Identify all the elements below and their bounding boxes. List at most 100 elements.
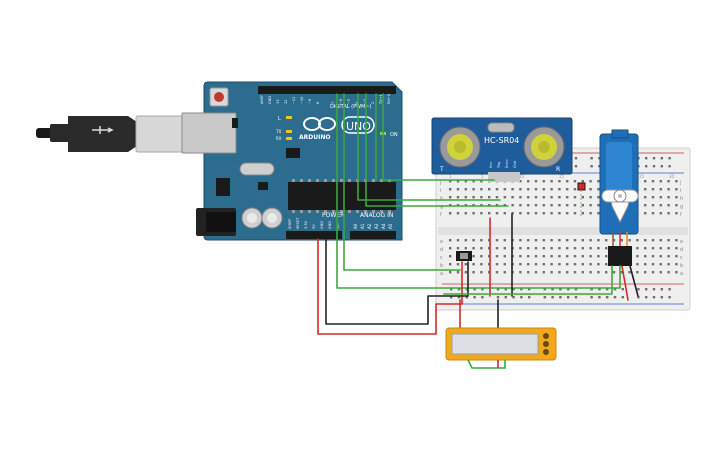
breadboard-hole	[659, 255, 662, 258]
breadboard-hole	[589, 263, 592, 266]
breadboard-hole	[644, 180, 647, 183]
breadboard-hole	[598, 165, 601, 168]
row-label: j	[439, 180, 441, 186]
breadboard-hole	[573, 188, 577, 191]
breadboard-hole	[480, 247, 483, 250]
servo-motor	[599, 129, 639, 266]
breadboard-hole	[590, 165, 593, 168]
breadboard-hole	[558, 263, 561, 266]
breadboard-hole	[675, 204, 678, 207]
breadboard-hole	[590, 157, 593, 160]
breadboard-hole	[472, 196, 475, 199]
power-pin-name: 5V	[312, 224, 316, 229]
breadboard-hole	[573, 180, 577, 183]
breadboard-hole	[527, 247, 530, 250]
breadboard-hole	[606, 288, 609, 291]
breadboard-hole	[581, 247, 584, 250]
breadboard-hole	[456, 212, 460, 215]
breadboard-hole	[503, 271, 506, 274]
breadboard-hole	[668, 157, 671, 160]
breadboard-hole	[589, 247, 592, 250]
breadboard-hole	[636, 271, 639, 274]
breadboard-hole	[675, 196, 678, 199]
arduino-logo: ARDUINO	[299, 117, 336, 141]
breadboard-hole	[480, 196, 483, 199]
breadboard-hole	[457, 296, 461, 299]
breadboard-hole	[581, 180, 584, 183]
breadboard-hole	[612, 239, 616, 242]
breadboard-hole	[589, 196, 592, 199]
breadboard-hole	[488, 196, 491, 199]
breadboard-hole	[512, 288, 515, 291]
digital-pin-name: 4	[355, 101, 359, 104]
breadboard-hole	[527, 204, 530, 207]
breadboard-hole	[550, 255, 553, 258]
breadboard-hole	[551, 288, 554, 291]
breadboard-hole	[520, 296, 523, 299]
breadboard-hole	[573, 255, 577, 258]
breadboard-hole	[597, 196, 600, 199]
breadboard-hole	[558, 180, 561, 183]
breadboard-hole	[528, 288, 531, 291]
sensor-pin-name: Trig	[497, 162, 501, 169]
breadboard-hole	[472, 188, 475, 191]
breadboard-hole	[645, 165, 648, 168]
breadboard-hole	[503, 255, 506, 258]
row-label: i	[440, 188, 441, 194]
breadboard-hole	[464, 188, 467, 191]
breadboard-hole	[645, 288, 648, 291]
breadboard-hole	[558, 239, 561, 242]
breadboard-hole	[512, 296, 515, 299]
breadboard-hole	[534, 180, 538, 183]
breadboard-hole	[519, 255, 522, 258]
breadboard-hole	[659, 196, 662, 199]
breadboard-hole	[528, 296, 531, 299]
breadboard-hole	[597, 271, 600, 274]
breadboard-hole	[550, 263, 553, 266]
analog-pin-name: A1	[360, 223, 365, 229]
breadboard-hole	[573, 204, 577, 207]
breadboard-hole	[550, 239, 553, 242]
breadboard-hole	[464, 271, 467, 274]
breadboard-hole	[457, 288, 461, 291]
breadboard-hole	[464, 239, 467, 242]
breadboard-hole	[566, 180, 569, 183]
breadboard-hole	[598, 157, 601, 160]
col-label: 10	[519, 174, 525, 179]
breadboard-hole	[651, 196, 655, 199]
breadboard-hole	[651, 263, 655, 266]
wire-servo-signal	[336, 93, 621, 289]
breadboard-hole	[456, 188, 460, 191]
breadboard-hole	[644, 196, 647, 199]
breadboard-hole	[675, 271, 678, 274]
breadboard-hole	[659, 263, 662, 266]
power-pin-name: GND	[320, 221, 324, 229]
digital-pin-name: RX←0	[387, 94, 391, 104]
breadboard-hole	[613, 296, 617, 299]
breadboard-hole	[659, 271, 662, 274]
breadboard-hole	[465, 296, 468, 299]
breadboard-hole	[651, 239, 655, 242]
breadboard-hole	[542, 204, 545, 207]
breadboard-hole	[573, 247, 577, 250]
breadboard-hole	[481, 288, 484, 291]
breadboard-hole	[667, 255, 670, 258]
breadboard-hole	[675, 180, 678, 183]
breadboard-hole	[675, 188, 678, 191]
digital-pin-name: 13	[276, 100, 280, 104]
breadboard-hole	[503, 247, 506, 250]
led-indicator	[577, 182, 586, 191]
breadboard-hole	[644, 271, 647, 274]
row-label: g	[440, 204, 443, 210]
breadboard-col-labels: 1 5 10 15 20 25 30	[449, 174, 675, 179]
breadboard-hole	[668, 296, 671, 299]
digital-pin-names: AREF GND 13 12 ~11 ~10 ~9 8 7 ~6 ~5 4 ~3…	[260, 94, 391, 105]
breadboard-hole	[668, 165, 671, 168]
row-label: f	[680, 212, 682, 218]
breadboard-hole	[573, 196, 577, 199]
breadboard-hole	[519, 239, 522, 242]
breadboard-hole	[472, 271, 475, 274]
breadboard-hole	[566, 247, 569, 250]
breadboard-hole	[534, 204, 538, 207]
svg-text:ARDUINO: ARDUINO	[299, 134, 330, 141]
